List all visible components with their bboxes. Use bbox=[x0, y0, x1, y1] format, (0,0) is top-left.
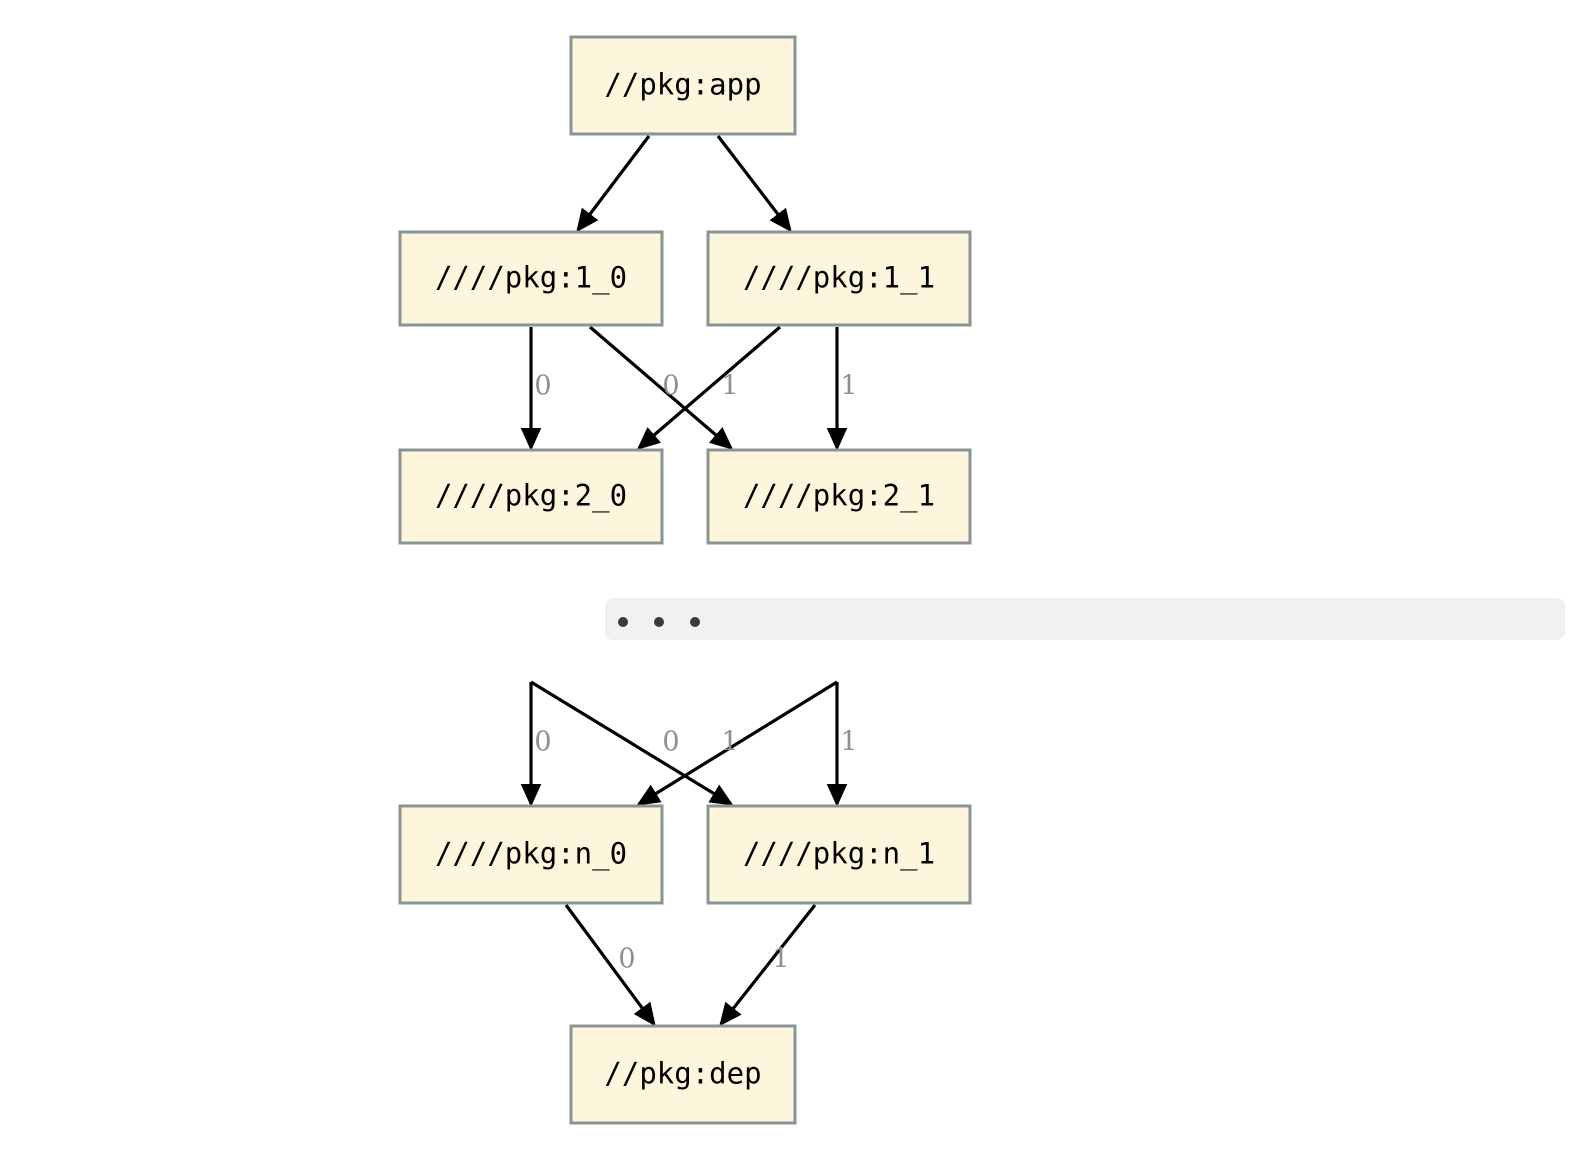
edge-dots-to-n_0-cross bbox=[636, 680, 838, 806]
nodes-layer: //pkg:app ////pkg:1_0 ////pkg:1_1 ////pkg:2… bbox=[398, 35, 972, 1125]
edge-app-to-1_1 bbox=[716, 135, 792, 233]
edge-label-1_1-to-2_1: 1 bbox=[840, 371, 857, 402]
node-nn_1[interactable]: ////pkg:n_1 bbox=[706, 804, 972, 905]
edge-label-dots-to-n_1-cross: 0 bbox=[662, 727, 679, 758]
node-app[interactable]: //pkg:app bbox=[569, 35, 797, 136]
edge-app-to-1_0 bbox=[576, 135, 651, 233]
node-box-nn_1[interactable] bbox=[706, 804, 972, 905]
edge-label-dots-to-n_0-cross: 1 bbox=[721, 727, 738, 758]
edge-label-n_0-to-dep: 0 bbox=[618, 944, 635, 975]
edge-label-n_1-to-dep: 1 bbox=[772, 944, 789, 975]
node-n1_1[interactable]: ////pkg:1_1 bbox=[706, 230, 972, 327]
edge-label-dots-to-n_1: 1 bbox=[840, 727, 857, 758]
edge-1_0-to-2_1 bbox=[588, 325, 734, 450]
edge-labels-layer: 0 0 1 1 0 0 1 1 0 1 bbox=[534, 371, 857, 975]
edge-label-1_1-to-2_0: 1 bbox=[721, 371, 738, 402]
ellipsis-dot-1 bbox=[654, 617, 664, 627]
edge-label-1_0-to-2_1: 0 bbox=[662, 371, 679, 402]
node-n2_0[interactable]: ////pkg:2_0 bbox=[398, 448, 664, 545]
node-box-n1_0[interactable] bbox=[398, 230, 664, 327]
ellipsis-band bbox=[605, 598, 1565, 640]
node-n1_0[interactable]: ////pkg:1_0 bbox=[398, 230, 664, 327]
node-nn_0[interactable]: ////pkg:n_0 bbox=[398, 804, 664, 905]
edge-1_1-to-2_0 bbox=[636, 325, 782, 450]
edge-n_1-to-dep bbox=[719, 904, 817, 1027]
node-label-app: //pkg:app bbox=[604, 68, 761, 102]
edge-label-dots-to-n_0: 0 bbox=[534, 727, 551, 758]
node-dep[interactable]: //pkg:dep bbox=[569, 1024, 797, 1125]
edge-label-1_0-to-2_0: 0 bbox=[534, 371, 551, 402]
node-label-n2_0: ////pkg:2_0 bbox=[435, 479, 627, 514]
node-box-nn_0[interactable] bbox=[398, 804, 664, 905]
node-label-nn_1: ////pkg:n_1 bbox=[743, 837, 935, 872]
ellipsis-layer bbox=[605, 598, 1565, 640]
node-label-n2_1: ////pkg:2_1 bbox=[743, 479, 935, 514]
node-box-n2_1[interactable] bbox=[706, 448, 972, 545]
node-label-nn_0: ////pkg:n_0 bbox=[435, 837, 627, 872]
edge-dots-to-n_1-cross bbox=[530, 680, 734, 806]
node-n2_1[interactable]: ////pkg:2_1 bbox=[706, 448, 972, 545]
node-box-app[interactable] bbox=[569, 35, 797, 136]
node-label-dep: //pkg:dep bbox=[604, 1057, 761, 1091]
node-box-n2_0[interactable] bbox=[398, 448, 664, 545]
ellipsis-dot-2 bbox=[690, 617, 700, 627]
edges-layer bbox=[520, 135, 848, 1027]
edge-n_0-to-dep bbox=[564, 904, 656, 1027]
node-box-n1_1[interactable] bbox=[706, 230, 972, 327]
node-label-n1_0: ////pkg:1_0 bbox=[435, 261, 627, 296]
node-label-n1_1: ////pkg:1_1 bbox=[743, 261, 935, 296]
node-box-dep[interactable] bbox=[569, 1024, 797, 1125]
ellipsis-dot-0 bbox=[618, 617, 628, 627]
